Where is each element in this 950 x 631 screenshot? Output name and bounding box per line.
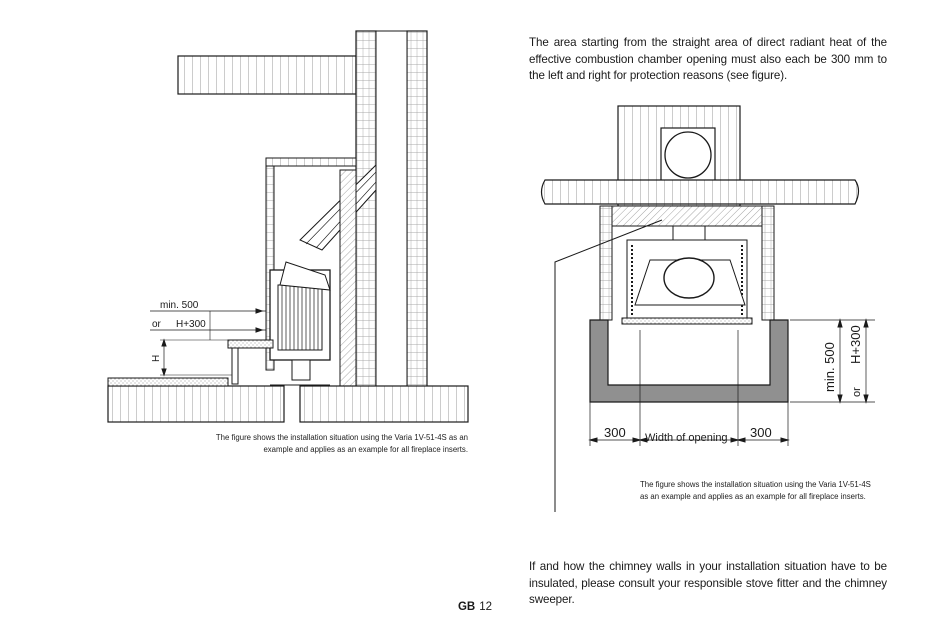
hood-left-wall [599,205,613,321]
floor-right [299,385,469,423]
left-label-h: H [151,355,162,362]
flue-opening [664,131,712,179]
wall-insulation [339,169,357,391]
chimney-flue [375,30,408,392]
hearth-frame [589,319,789,403]
right-caption-line-2: as an example and applies as an example … [640,491,866,501]
hood-right-wall [761,205,775,321]
firebox-fins [277,284,323,351]
right-label-left-300: 300 [604,425,626,440]
footer-language: GB [457,601,476,613]
chimney-right-wall [406,30,428,392]
right-front-drawing [540,105,875,512]
right-label-min500: min. 500 [822,342,837,392]
front-ledge [227,339,274,349]
floor-left [107,385,285,423]
right-label-or: or [851,387,863,397]
right-label-h300: H+300 [848,325,863,364]
chimney-left-wall [355,30,377,392]
left-caption-line-2: example and applies as an example for al… [263,444,468,454]
footer-page-number: 12 [479,601,493,613]
left-label-h300: H+300 [176,319,206,330]
left-label-or: or [152,319,162,330]
right-label-right-300: 300 [750,425,772,440]
hood-insulation [611,205,763,227]
left-figure-caption: The figure shows the installation situat… [160,432,468,455]
floor-covering [107,377,229,387]
bottom-paragraph: If and how the chimney walls in your ins… [529,560,887,606]
right-caption-line-1: The figure shows the installation situat… [640,480,871,489]
hood-top [265,157,357,167]
ceiling-beam [540,179,860,205]
left-label-min500: min. 500 [160,300,199,311]
right-figure-caption: The figure shows the installation situat… [640,479,900,502]
left-section-drawing [107,30,469,423]
intro-paragraph: The area starting from the straight area… [529,36,887,82]
right-label-width: Width of opening [645,432,728,444]
ceiling-slab [177,55,357,95]
left-caption-line-1: The figure shows the installation situat… [215,433,468,442]
